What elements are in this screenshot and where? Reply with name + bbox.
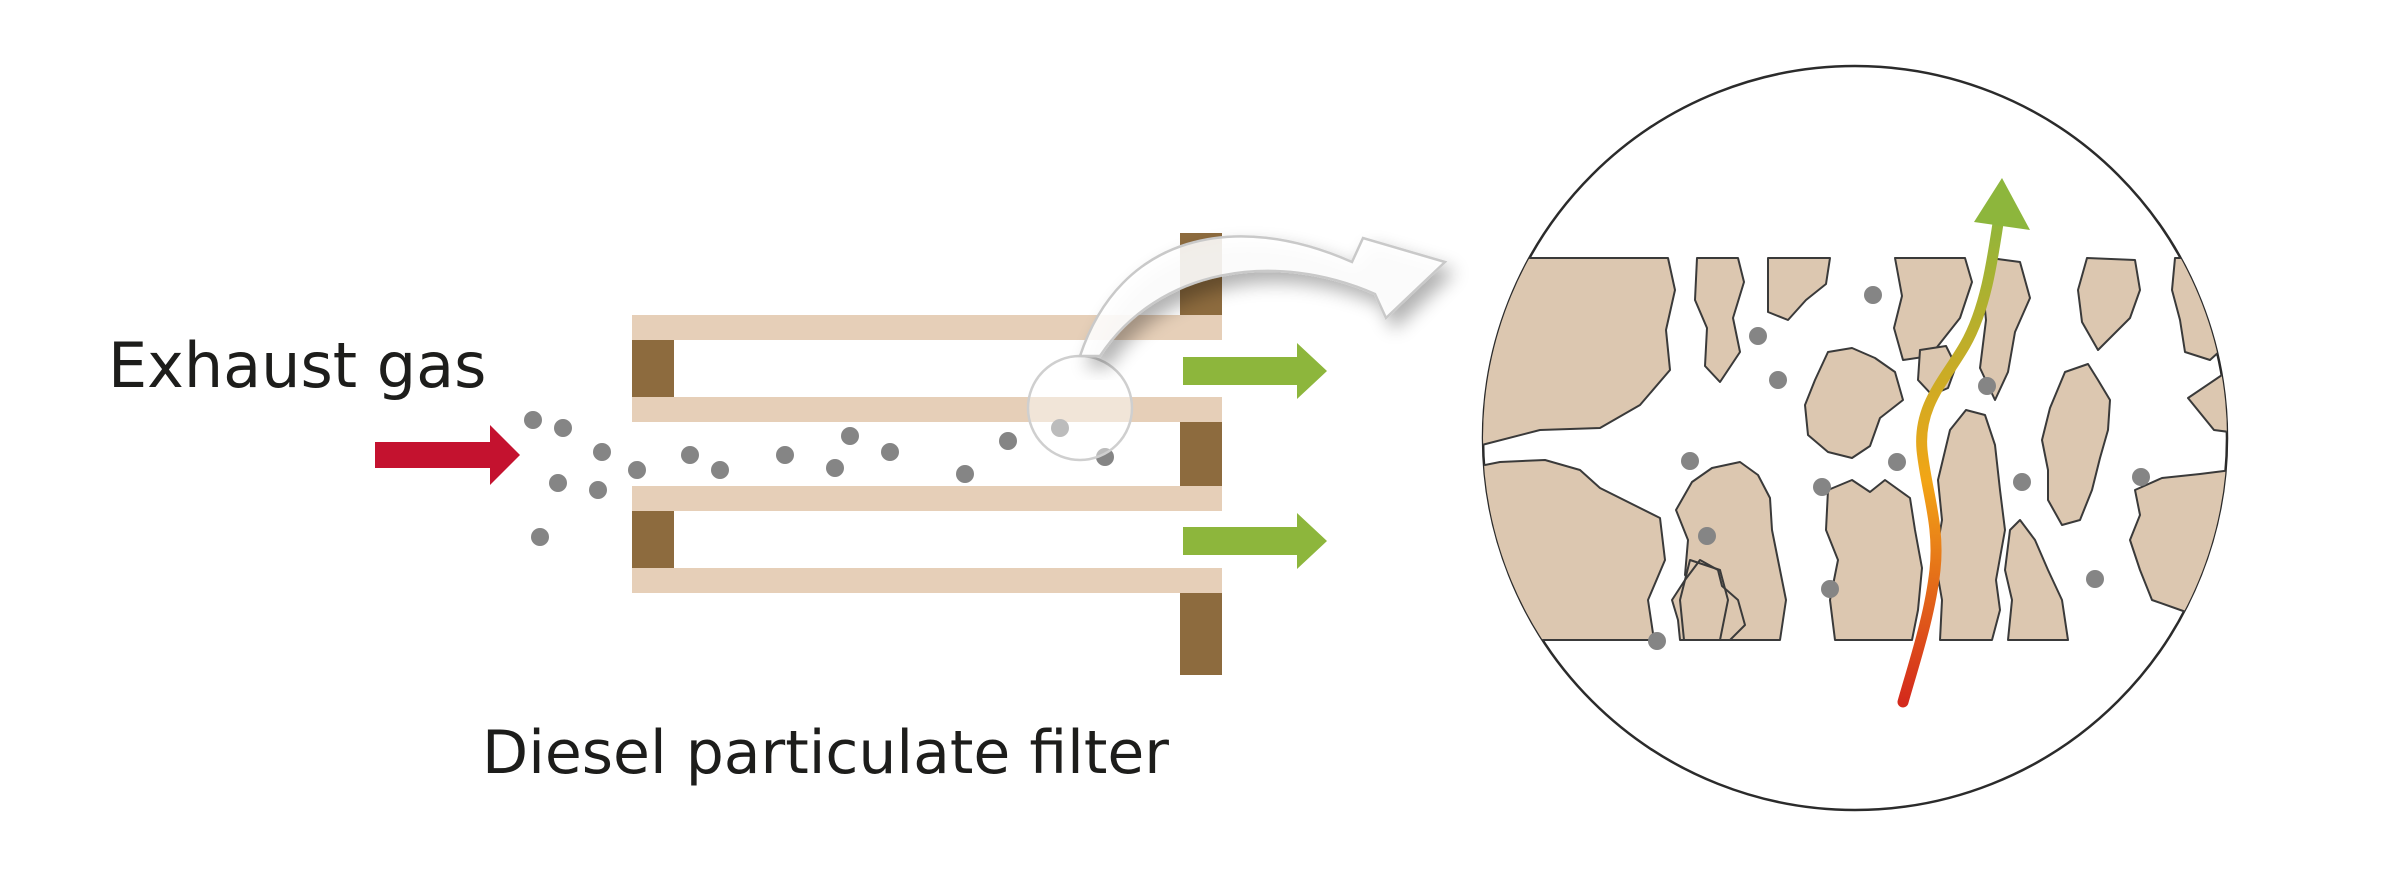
filter-name-label: Diesel particulate filter: [482, 718, 1169, 788]
soot-particles: [524, 411, 1114, 546]
outlet-arrow-top-icon: [1183, 343, 1327, 399]
gas-flow-arrowhead-icon: [1974, 178, 2030, 230]
exhaust-gas-label: Exhaust gas: [108, 329, 487, 402]
outlet-arrows: [1183, 343, 1327, 569]
outlet-arrow-bottom-icon: [1183, 513, 1327, 569]
outlet-plug-bottom: [1180, 593, 1222, 675]
curved-zoom-arrow-icon: [1078, 235, 1448, 358]
inlet-plug-bottom: [632, 511, 674, 568]
inlet-arrow-icon: [375, 425, 520, 485]
zoom-detail-circle: [1481, 64, 2229, 812]
gas-flow-path: [1897, 204, 2006, 708]
filter-wall-4: [632, 568, 1222, 593]
filter-wall-3: [632, 486, 1222, 511]
filter-wall-2: [632, 397, 1222, 422]
outlet-plug-middle: [1180, 422, 1222, 486]
trapped-particles: [1648, 286, 2150, 650]
inlet-plug-top: [632, 340, 674, 397]
filter-walls: [632, 315, 1222, 593]
magnifier-lens-icon: [1026, 354, 1134, 462]
